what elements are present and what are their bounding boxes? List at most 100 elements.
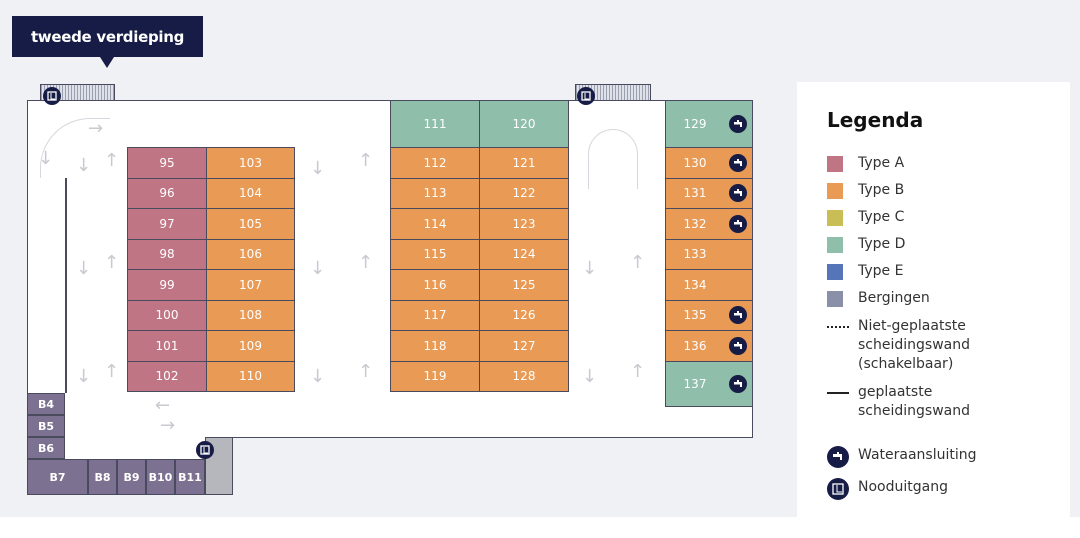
legend-label: Wateraansluiting <box>858 447 977 463</box>
unit-number: 131 <box>683 186 707 201</box>
unit-103[interactable]: 103 <box>206 147 295 179</box>
unit-number: 119 <box>423 369 447 384</box>
storage-B11[interactable]: B11 <box>175 459 205 495</box>
unit-95[interactable]: 95 <box>127 147 207 179</box>
direction-arrow-icon: ↓ <box>76 258 92 279</box>
unit-number: 114 <box>423 216 447 231</box>
direction-arrow-icon: ↓ <box>310 366 326 387</box>
unit-137[interactable]: 137 <box>665 361 753 407</box>
storage-B4[interactable]: B4 <box>27 393 65 415</box>
unit-114[interactable]: 114 <box>390 208 480 240</box>
legend-label: Niet-geplaatste scheidingswand (schakelb… <box>858 318 970 372</box>
direction-arrow-icon: ↑ <box>104 150 120 171</box>
floor-label-pointer <box>100 57 114 68</box>
unit-101[interactable]: 101 <box>127 330 207 362</box>
storage-B9[interactable]: B9 <box>117 459 146 495</box>
unit-132[interactable]: 132 <box>665 208 753 240</box>
unit-136[interactable]: 136 <box>665 330 753 362</box>
unit-number: 132 <box>683 216 707 231</box>
unit-115[interactable]: 115 <box>390 238 480 270</box>
unit-number: 107 <box>239 277 262 292</box>
legend-item-c: Type C <box>827 208 904 227</box>
unit-124[interactable]: 124 <box>479 238 569 270</box>
direction-arrow-icon: ↓ <box>310 158 326 179</box>
unit-111[interactable]: 111 <box>390 100 480 148</box>
water-tap-icon <box>729 375 747 393</box>
unit-128[interactable]: 128 <box>479 360 569 392</box>
water-tap-icon <box>729 306 747 325</box>
direction-arrow-icon: ↑ <box>104 361 120 382</box>
unit-number: 137 <box>683 377 707 391</box>
unit-107[interactable]: 107 <box>206 269 295 301</box>
unit-100[interactable]: 100 <box>127 299 207 331</box>
unit-112[interactable]: 112 <box>390 147 480 179</box>
unit-number: 122 <box>512 186 536 201</box>
emergency-exit-icon <box>196 441 214 459</box>
unit-123[interactable]: 123 <box>479 208 569 240</box>
stairwell-bottom <box>205 437 233 495</box>
unit-number: 104 <box>239 186 262 201</box>
unit-96[interactable]: 96 <box>127 177 207 209</box>
legend-solid-wall: geplaatste scheidingswand <box>827 383 988 421</box>
unit-number: 101 <box>155 338 179 353</box>
unit-number: 135 <box>683 308 707 323</box>
direction-arrow-icon: ↑ <box>104 252 120 273</box>
unit-121[interactable]: 121 <box>479 147 569 179</box>
storage-B6[interactable]: B6 <box>27 437 65 459</box>
emergency-exit-icon <box>43 87 61 105</box>
storage-B7[interactable]: B7 <box>27 459 88 495</box>
unit-118[interactable]: 118 <box>390 330 480 362</box>
unit-109[interactable]: 109 <box>206 330 295 362</box>
unit-126[interactable]: 126 <box>479 299 569 331</box>
color-swatch <box>827 183 843 199</box>
unit-number: 109 <box>239 338 262 353</box>
legend-label: Type E <box>858 263 904 279</box>
unit-108[interactable]: 108 <box>206 299 295 331</box>
legend-item-b: Type B <box>827 181 904 200</box>
storage-B10[interactable]: B10 <box>146 459 175 495</box>
color-swatch <box>827 291 843 307</box>
unit-120[interactable]: 120 <box>479 100 569 148</box>
unit-127[interactable]: 127 <box>479 330 569 362</box>
color-swatch <box>827 156 843 172</box>
unit-129[interactable]: 129 <box>665 100 753 148</box>
unit-number: 99 <box>159 277 175 292</box>
unit-135[interactable]: 135 <box>665 299 753 331</box>
unit-number: 134 <box>683 277 707 292</box>
storage-B5[interactable]: B5 <box>27 415 65 437</box>
unit-number: 118 <box>423 338 447 353</box>
unit-97[interactable]: 97 <box>127 208 207 240</box>
unit-104[interactable]: 104 <box>206 177 295 209</box>
unit-113[interactable]: 113 <box>390 177 480 209</box>
storage-B8[interactable]: B8 <box>88 459 117 495</box>
unit-131[interactable]: 131 <box>665 177 753 209</box>
unit-number: 130 <box>683 155 707 170</box>
unit-98[interactable]: 98 <box>127 238 207 270</box>
direction-arrow-icon: ↑ <box>358 361 374 382</box>
legend-item-e: Type E <box>827 262 903 281</box>
legend-item-bergingen: Bergingen <box>827 289 930 308</box>
direction-arrow-icon: ↓ <box>310 258 326 279</box>
unit-number: 123 <box>512 216 536 231</box>
unit-117[interactable]: 117 <box>390 299 480 331</box>
solid-line-icon <box>827 392 849 394</box>
unit-99[interactable]: 99 <box>127 269 207 301</box>
unit-number: 95 <box>159 155 175 170</box>
unit-105[interactable]: 105 <box>206 208 295 240</box>
unit-106[interactable]: 106 <box>206 238 295 270</box>
floor-label[interactable]: tweede verdieping <box>12 16 203 57</box>
unit-130[interactable]: 130 <box>665 147 753 179</box>
unit-102[interactable]: 102 <box>127 360 207 392</box>
unit-133[interactable]: 133 <box>665 238 753 270</box>
unit-116[interactable]: 116 <box>390 269 480 301</box>
unit-119[interactable]: 119 <box>390 360 480 392</box>
emergency-exit-icon <box>577 87 595 105</box>
direction-arrow-icon: ↓ <box>582 366 598 387</box>
color-swatch <box>827 210 843 226</box>
unit-125[interactable]: 125 <box>479 269 569 301</box>
unit-134[interactable]: 134 <box>665 269 753 301</box>
unit-110[interactable]: 110 <box>206 360 295 392</box>
unit-122[interactable]: 122 <box>479 177 569 209</box>
turn-arrow <box>588 129 638 189</box>
